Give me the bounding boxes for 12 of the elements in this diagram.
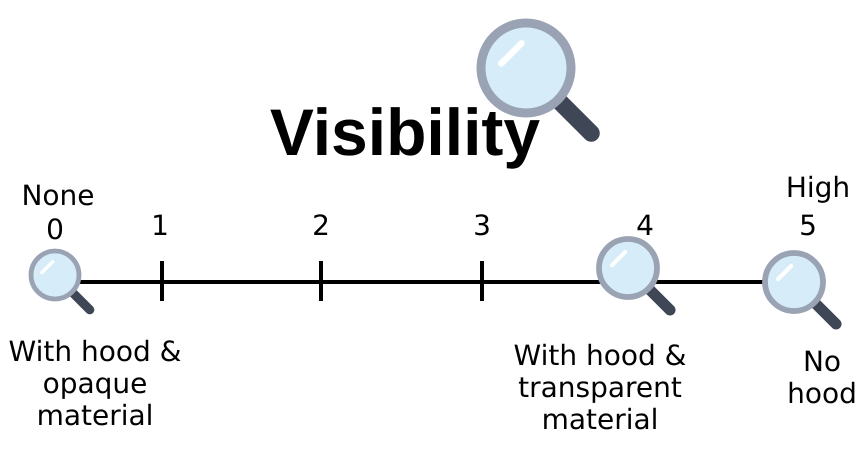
tick-number: 1	[150, 210, 170, 242]
scale-point-description: With hood & transparent material	[512, 340, 688, 437]
scale-point-description: With hood & opaque material	[8, 336, 182, 433]
tick-number: 4	[635, 210, 655, 242]
tick-number: 5	[798, 210, 818, 242]
tick-number: 0	[45, 214, 65, 246]
tick-number: 3	[472, 210, 492, 242]
scale-end-label: None	[20, 180, 96, 212]
scale-end-label: High	[784, 172, 852, 204]
scale-point-description: No hood	[787, 346, 857, 410]
title: Visibility	[268, 95, 542, 171]
tick-number: 2	[311, 210, 331, 242]
